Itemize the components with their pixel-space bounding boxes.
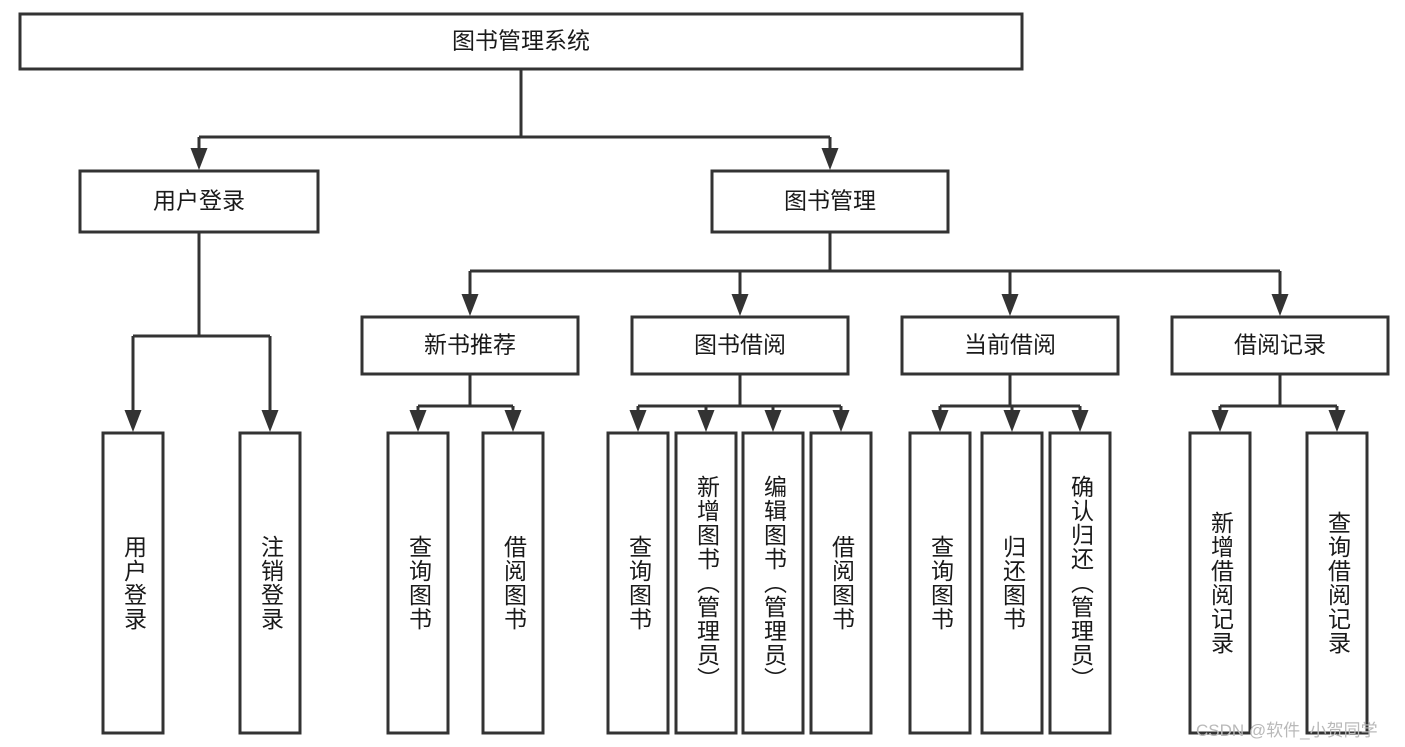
node-box-borrow[interactable] bbox=[630, 315, 850, 376]
node-box-leaf-user-logout[interactable] bbox=[238, 431, 302, 735]
node-box-root[interactable] bbox=[18, 12, 1024, 71]
node-box-leaf-edit-book[interactable] bbox=[741, 431, 805, 735]
node-box-leaf-query-book-2[interactable] bbox=[606, 431, 670, 735]
edge-group-root bbox=[190, 69, 839, 170]
node-label-bookmgmt: 图书管理 bbox=[784, 188, 876, 214]
node-box-leaf-add-record[interactable] bbox=[1188, 431, 1252, 735]
node-box-leaf-borrow-book-2[interactable] bbox=[809, 431, 873, 735]
node-label-login: 用户登录 bbox=[153, 188, 245, 214]
node-box-leaf-query-book-3[interactable] bbox=[908, 431, 972, 735]
node-box-leaf-confirm-return[interactable] bbox=[1048, 431, 1112, 735]
node-box-current[interactable] bbox=[900, 315, 1120, 376]
node-box-leaf-query-book-1[interactable] bbox=[386, 431, 450, 735]
node-box-records[interactable] bbox=[1170, 315, 1390, 376]
node-box-leaf-add-book[interactable] bbox=[674, 431, 738, 735]
edge-group-bookmgmt bbox=[461, 232, 1289, 316]
node-label-root: 图书管理系统 bbox=[452, 28, 590, 54]
node-box-leaf-user-login[interactable] bbox=[101, 431, 165, 735]
node-label-current: 当前借阅 bbox=[964, 332, 1056, 358]
node-label-records: 借阅记录 bbox=[1234, 332, 1326, 358]
boxes-layer bbox=[18, 12, 1390, 735]
edge-group-login bbox=[124, 232, 279, 432]
node-box-newbook[interactable] bbox=[360, 315, 580, 376]
edge-group-newbook bbox=[409, 374, 522, 432]
node-box-leaf-query-record[interactable] bbox=[1305, 431, 1369, 735]
node-box-login[interactable] bbox=[78, 169, 320, 234]
edges-layer bbox=[124, 69, 1346, 432]
node-label-borrow: 图书借阅 bbox=[694, 332, 786, 358]
csdn-watermark: CSDN @软件_小贺同学 bbox=[1196, 721, 1378, 740]
edge-group-current bbox=[931, 374, 1089, 432]
edge-group-records bbox=[1211, 374, 1346, 432]
edge-group-borrow bbox=[629, 374, 850, 432]
node-box-leaf-return-book[interactable] bbox=[980, 431, 1044, 735]
node-box-leaf-borrow-book-1[interactable] bbox=[481, 431, 545, 735]
node-box-bookmgmt[interactable] bbox=[710, 169, 950, 234]
node-label-newbook: 新书推荐 bbox=[424, 332, 516, 358]
